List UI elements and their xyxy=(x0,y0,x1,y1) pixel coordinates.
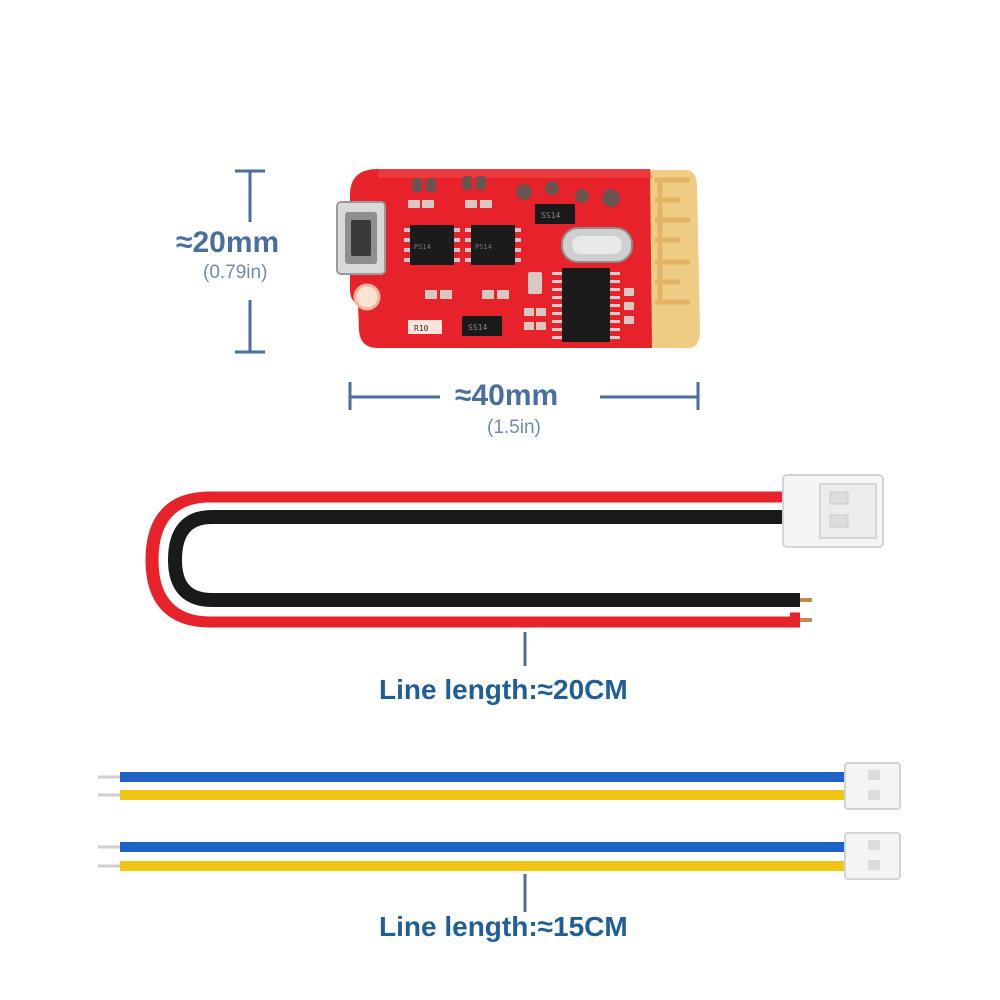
width-dimension-label: ≈40mm xyxy=(455,379,559,412)
cable-1-length-label: Line length:≈20CM xyxy=(379,674,628,705)
red-black-cable xyxy=(145,491,812,628)
jst-connector-large xyxy=(782,474,884,548)
cable-2-length-label: Line length:≈15CM xyxy=(379,911,628,942)
chip-marking: PS14 xyxy=(414,243,431,251)
bluetooth-amplifier-board xyxy=(336,169,700,348)
diode-marking: SS14 xyxy=(468,323,487,332)
width-dimension-line xyxy=(348,382,700,410)
resistor-marking: R10 xyxy=(414,324,429,333)
width-dimension-sublabel: (1.5in) xyxy=(487,417,541,438)
height-dimension-line xyxy=(235,169,265,354)
chip-marking: PS14 xyxy=(475,243,492,251)
blue-yellow-cable-top xyxy=(98,762,901,810)
blue-yellow-cable-bottom xyxy=(98,832,901,880)
diode-marking: SS14 xyxy=(541,211,560,220)
height-dimension-sublabel: (0.79in) xyxy=(203,262,268,283)
height-dimension-label: ≈20mm xyxy=(176,226,280,259)
